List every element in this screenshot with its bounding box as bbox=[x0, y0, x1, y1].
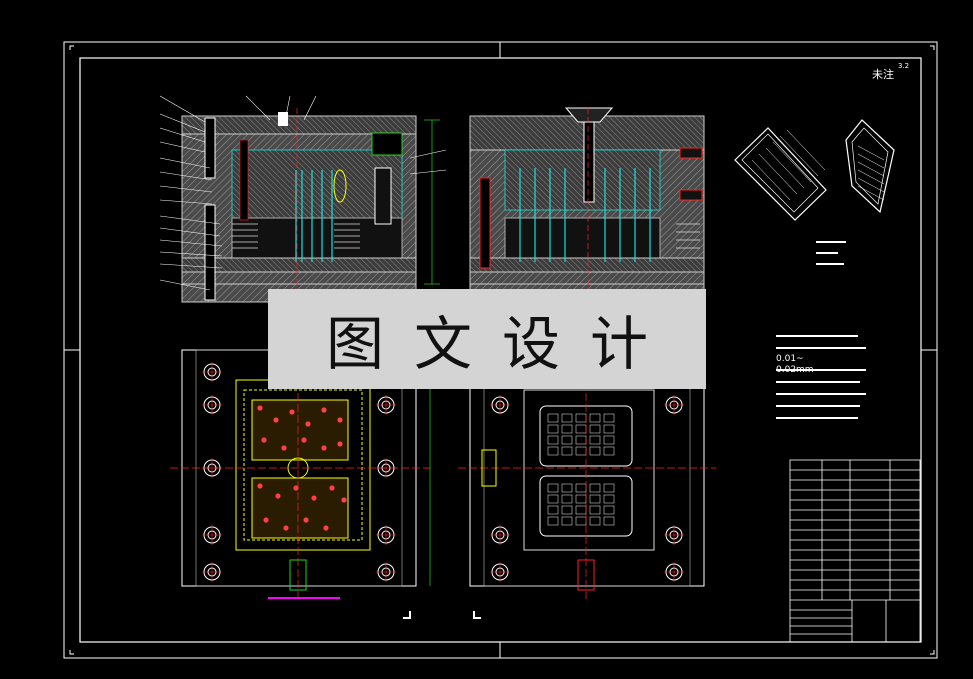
product-iso-view-1 bbox=[734, 127, 827, 221]
section-view-left bbox=[181, 108, 440, 303]
product-iso-view-2 bbox=[845, 119, 895, 214]
section-view-right bbox=[469, 107, 705, 303]
material-notes bbox=[816, 241, 846, 265]
surface-finish-label: 未注 bbox=[872, 68, 894, 81]
watermark-banner: 图文设计 bbox=[268, 289, 706, 389]
surface-finish-value: 3.2 bbox=[898, 62, 910, 70]
tolerance-line-2: 0.02mm bbox=[776, 365, 814, 375]
sheet-border bbox=[63, 41, 938, 659]
part-balloons-left bbox=[159, 95, 447, 291]
plan-view-fixed-half bbox=[458, 338, 716, 600]
plan-view-moving-half bbox=[170, 338, 431, 600]
watermark-text: 图文设计 bbox=[325, 310, 678, 378]
title-block bbox=[789, 459, 921, 643]
tolerance-line-1: 0.01~ bbox=[776, 354, 804, 364]
view-markers bbox=[403, 611, 481, 619]
technical-requirements bbox=[776, 335, 866, 419]
